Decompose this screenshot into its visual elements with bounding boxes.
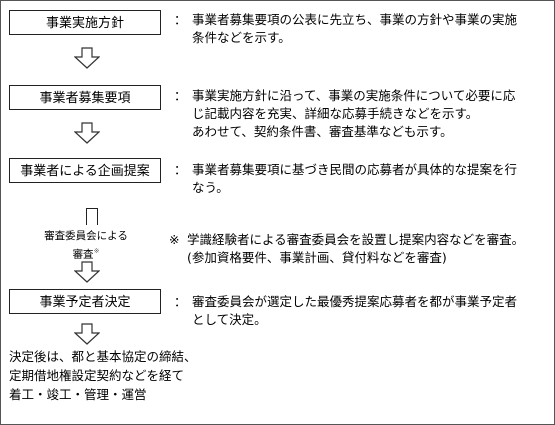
down-arrow-icon xyxy=(74,47,100,69)
final-line: 定期借地権設定契約などを経て xyxy=(9,368,185,383)
review-note: ※学識経験者による審査委員会を設置し提案内容などを審査。 (参加資格要件、事業計… xyxy=(169,232,525,265)
description-line: なう。 xyxy=(192,180,229,195)
step-project-policy: 事業実施方針 xyxy=(9,10,161,35)
step-label: 事業予定者決定 xyxy=(39,295,131,310)
description-line: 事業者募集要項に基づき民間の応募者が具体的な提案を行 xyxy=(192,162,518,177)
description-line: じ記載内容を充実、詳細な応募手続きなどを示す。 xyxy=(192,106,479,121)
review-committee-label: 審査委員会による 審査※ xyxy=(44,230,128,261)
final-line: 着工・竣工・管理・運営 xyxy=(9,387,147,402)
step-label: 事業者募集要項 xyxy=(39,91,131,106)
description-line: 事業実施方針に沿って、事業の実施条件について必要に応 xyxy=(192,88,516,103)
step-description: ：事業者募集要項の公表に先立ち、事業の方針や事業の実施 条件などを示す。 xyxy=(174,12,518,45)
step-description: ：事業実施方針に沿って、事業の実施条件について必要に応 じ記載内容を充実、詳細な… xyxy=(174,88,516,139)
step-description: ：審査委員会が選定した最優秀提案応募者を都が事業予定者 として決定。 xyxy=(174,294,518,327)
down-arrow-icon xyxy=(74,323,100,345)
final-outcome-text: 決定後は、都と基本協定の締結、 定期借地権設定契約などを経て 着工・竣工・管理・… xyxy=(9,347,197,404)
step-label: 事業実施方針 xyxy=(45,16,124,31)
step-recruitment-guidelines: 事業者募集要項 xyxy=(9,85,161,110)
description-line: 審査委員会が選定した最優秀提案応募者を都が事業予定者 xyxy=(192,294,518,309)
step-operator-decision: 事業予定者決定 xyxy=(9,289,161,314)
note-line: 学識経験者による審査委員会を設置し提案内容などを審査。 xyxy=(187,232,525,247)
review-bracket xyxy=(86,208,98,225)
final-line: 決定後は、都と基本協定の締結、 xyxy=(9,349,197,364)
description-line: あわせて、契約条件書、審査基準なども示す。 xyxy=(192,124,453,139)
step-business-proposal: 事業者による企画提案 xyxy=(9,158,161,183)
step-label: 事業者による企画提案 xyxy=(20,164,150,179)
description-line: 事業者募集要項の公表に先立ち、事業の方針や事業の実施 xyxy=(192,12,518,27)
description-line: 条件などを示す。 xyxy=(192,30,291,45)
down-arrow-icon xyxy=(74,261,100,283)
down-arrow-icon xyxy=(74,122,100,144)
description-line: として決定。 xyxy=(192,312,267,327)
step-description: ：事業者募集要項に基づき民間の応募者が具体的な提案を行 なう。 xyxy=(174,162,518,195)
note-line: (参加資格要件、事業計画、貸付料などを審査) xyxy=(187,250,447,265)
